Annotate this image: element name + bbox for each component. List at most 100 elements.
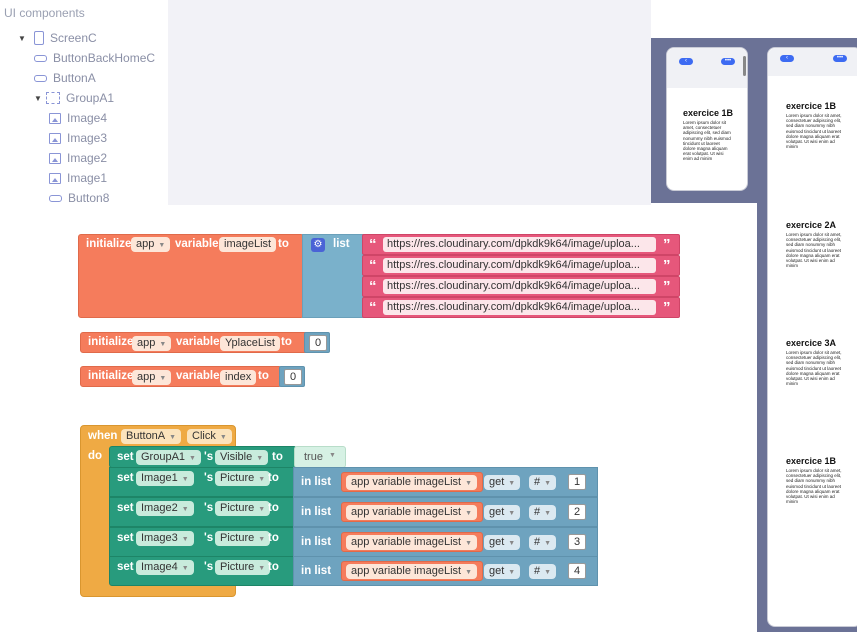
set-keyword: set (117, 502, 134, 514)
number-field[interactable]: 0 (309, 335, 328, 351)
tree-node-image4[interactable]: Image4 (49, 110, 107, 126)
variable-keyword: variable (176, 336, 220, 348)
select-list-item-block[interactable]: in list app variable imageList▼ get▼ #▼ … (293, 527, 598, 557)
chevron-down-icon[interactable]: ▼ (329, 452, 336, 459)
component-dropdown[interactable]: Image1▼ (136, 471, 194, 486)
to-keyword: to (278, 238, 289, 250)
variable-get-block[interactable]: app variable imageList▼ (341, 472, 483, 492)
variable-dropdown[interactable]: app variable imageList▼ (346, 475, 478, 490)
select-list-item-block[interactable]: in list app variable imageList▼ get▼ #▼ … (293, 497, 598, 527)
button-icon (49, 194, 62, 202)
menu-button[interactable]: ••• (721, 58, 735, 65)
variable-name-field[interactable]: imageList (219, 237, 277, 252)
number-block[interactable]: 0 (279, 366, 305, 387)
index-number-field[interactable]: 3 (568, 534, 587, 550)
property-dropdown[interactable]: Picture▼ (215, 471, 271, 486)
select-list-item-block[interactable]: in list app variable imageList▼ get▼ #▼ … (293, 556, 598, 586)
variable-dropdown[interactable]: app variable imageList▼ (346, 535, 478, 550)
property-dropdown[interactable]: Picture▼ (215, 501, 271, 516)
list-block[interactable]: ⚙ list (302, 234, 364, 318)
get-dropdown[interactable]: get▼ (484, 475, 521, 490)
tree-label: Button8 (68, 191, 110, 205)
variable-dropdown[interactable]: app variable imageList▼ (346, 505, 478, 520)
url-string-block[interactable]: “ https://res.cloudinary.com/dpkdk9k64/i… (362, 255, 680, 276)
property-dropdown[interactable]: Picture▼ (215, 531, 271, 546)
select-list-item-block[interactable]: in list app variable imageList▼ get▼ #▼ … (293, 467, 598, 497)
url-text[interactable]: https://res.cloudinary.com/dpkdk9k64/ima… (383, 279, 656, 294)
set-picture-block[interactable]: set Image4▼ 's Picture▼ to (109, 556, 297, 586)
get-label: get (489, 536, 505, 548)
set-visible-block[interactable]: set GroupA1▼ 's Visible▼ to (109, 446, 297, 468)
blocks-workspace[interactable] (168, 0, 651, 205)
scope-dropdown[interactable]: app▼ (132, 370, 172, 385)
number-field[interactable]: 0 (284, 369, 303, 385)
index-number-field[interactable]: 2 (568, 504, 587, 520)
url-string-block[interactable]: “ https://res.cloudinary.com/dpkdk9k64/i… (362, 234, 680, 255)
init-index-block[interactable]: initialize app▼ variable index to (80, 366, 282, 387)
scope-dropdown[interactable]: app▼ (132, 336, 172, 351)
set-picture-block[interactable]: set Image3▼ 's Picture▼ to (109, 527, 297, 557)
hash-dropdown[interactable]: #▼ (529, 505, 557, 520)
boolean-block[interactable]: true ▼ (294, 446, 346, 468)
caret-down-icon[interactable]: ▼ (18, 33, 26, 43)
scope-dropdown[interactable]: app▼ (131, 237, 171, 252)
index-number-field[interactable]: 4 (568, 563, 587, 579)
phone-preview-small[interactable]: ‹ ••• exercice 1B Lorem ipsum dolor sit … (666, 47, 748, 191)
tree-node-buttona[interactable]: ButtonA (34, 70, 96, 86)
variable-get-block[interactable]: app variable imageList▼ (341, 561, 483, 581)
get-dropdown[interactable]: get▼ (484, 505, 521, 520)
get-dropdown[interactable]: get▼ (484, 535, 521, 550)
do-keyword: do (88, 450, 103, 462)
property-dropdown[interactable]: Picture▼ (215, 560, 271, 575)
to-keyword: to (268, 502, 279, 514)
variable-name-field[interactable]: index (220, 370, 257, 385)
url-string-block[interactable]: “ https://res.cloudinary.com/dpkdk9k64/i… (362, 297, 680, 318)
tree-node-screen[interactable]: ▼ ScreenC (18, 30, 97, 46)
get-dropdown[interactable]: get▼ (484, 564, 521, 579)
back-button[interactable]: ‹ (780, 55, 794, 62)
property-dropdown[interactable]: Visible▼ (215, 450, 269, 465)
tree-node-image3[interactable]: Image3 (49, 130, 107, 146)
init-yplacelist-block[interactable]: initialize app▼ variable YplaceList to (80, 332, 308, 353)
chevron-down-icon: ▼ (159, 341, 167, 348)
gear-icon[interactable]: ⚙ (311, 238, 325, 252)
url-text[interactable]: https://res.cloudinary.com/dpkdk9k64/ima… (383, 258, 656, 273)
tree-label: Image4 (67, 111, 108, 125)
variable-dropdown[interactable]: app variable imageList▼ (346, 564, 478, 579)
menu-button[interactable]: ••• (833, 55, 847, 62)
phone-preview-large[interactable]: ‹ ••• exercice 1B Lorem ipsum dolor sit … (767, 47, 857, 627)
property-label: Picture (220, 561, 255, 573)
tree-node-groupa1[interactable]: ▼ GroupA1 (34, 90, 114, 106)
tree-node-button8[interactable]: Button8 (49, 190, 109, 206)
variable-get-block[interactable]: app variable imageList▼ (341, 532, 483, 552)
index-number-field[interactable]: 1 (568, 474, 587, 490)
tree-node-image1[interactable]: Image1 (49, 170, 107, 186)
tree-node-buttonbackhomec[interactable]: ButtonBackHomeC (34, 50, 155, 66)
component-dropdown[interactable]: Image4▼ (136, 560, 194, 575)
hash-dropdown[interactable]: #▼ (529, 535, 557, 550)
component-dropdown[interactable]: Image2▼ (136, 501, 194, 516)
hash-dropdown[interactable]: #▼ (529, 564, 557, 579)
variable-name-field[interactable]: YplaceList (220, 336, 280, 351)
back-button[interactable]: ‹ (679, 58, 693, 65)
url-text[interactable]: https://res.cloudinary.com/dpkdk9k64/ima… (383, 237, 656, 252)
scrollbar[interactable] (743, 56, 746, 76)
variable-get-block[interactable]: app variable imageList▼ (341, 502, 483, 522)
tree-node-image2[interactable]: Image2 (49, 150, 107, 166)
boolean-value[interactable]: true (304, 451, 323, 463)
number-block[interactable]: 0 (304, 332, 330, 353)
close-quote-icon: ” (663, 299, 671, 316)
set-picture-block[interactable]: set Image2▼ 's Picture▼ to (109, 497, 297, 527)
caret-down-icon[interactable]: ▼ (34, 93, 42, 103)
phone-topbar (667, 48, 747, 88)
component-dropdown[interactable]: Image3▼ (136, 531, 194, 546)
hash-dropdown[interactable]: #▼ (529, 475, 557, 490)
component-dropdown[interactable]: GroupA1▼ (136, 450, 201, 465)
url-string-block[interactable]: “ https://res.cloudinary.com/dpkdk9k64/i… (362, 276, 680, 297)
component-dropdown[interactable]: ButtonA▼ (121, 429, 182, 444)
close-quote-icon: ” (663, 236, 671, 253)
url-text[interactable]: https://res.cloudinary.com/dpkdk9k64/ima… (383, 300, 656, 315)
init-imagelist-block[interactable]: initialize app▼ variable imageList to (78, 234, 304, 318)
set-picture-block[interactable]: set Image1▼ 's Picture▼ to (109, 467, 297, 497)
event-dropdown[interactable]: Click▼ (187, 429, 232, 444)
